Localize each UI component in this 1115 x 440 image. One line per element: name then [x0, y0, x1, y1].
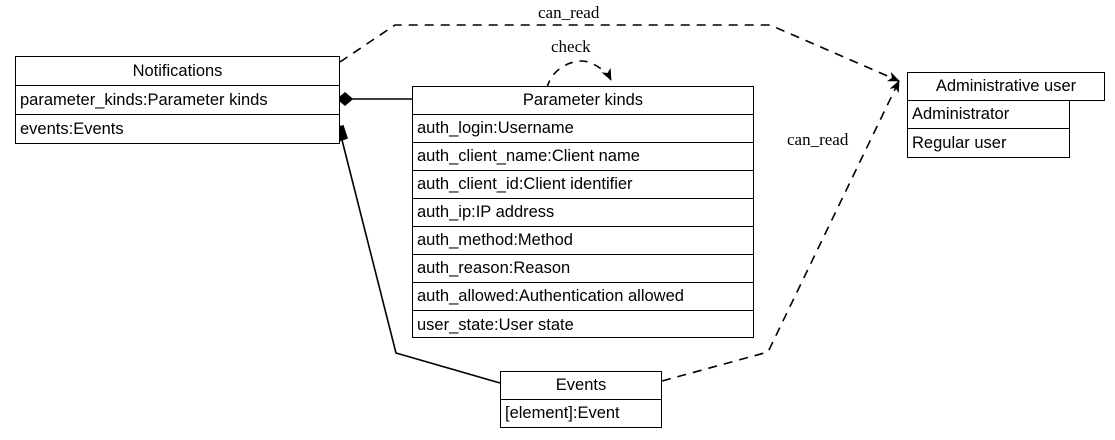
- edge-label-can-read-right: can_read: [787, 130, 849, 149]
- node-events-attribute: [element]:Event: [505, 404, 620, 423]
- node-parameter-kinds-attribute: auth_allowed:Authentication allowed: [413, 283, 753, 311]
- composition-diamond-parameter-kinds: [336, 91, 354, 107]
- node-parameter-kinds-attribute: user_state:User state: [417, 315, 574, 334]
- edge-label-check: check: [551, 37, 591, 56]
- node-administrative-user-title: Administrative user: [935, 77, 1077, 96]
- node-events[interactable]: Events [element]:Event: [500, 371, 662, 428]
- node-notifications[interactable]: Notifications parameter_kinds:Parameter …: [15, 56, 340, 144]
- node-parameter-kinds-attribute: auth_login:Username: [413, 115, 753, 143]
- node-parameter-kinds-attribute: auth_ip:IP address: [413, 199, 753, 227]
- node-administrative-user-value: Regular user: [912, 133, 1007, 152]
- node-administrative-user-value: Administrator: [908, 101, 1069, 129]
- node-parameter-kinds-attribute: auth_method:Method: [413, 227, 753, 255]
- node-administrative-user[interactable]: Administrative user Administrator Regula…: [907, 72, 1105, 159]
- node-notifications-title: Notifications: [16, 57, 339, 86]
- edge-parameter-kinds-check-self-loop: [546, 60, 612, 89]
- node-parameter-kinds-attribute: auth_client_id:Client identifier: [413, 171, 753, 199]
- node-parameter-kinds-attribute: auth_client_name:Client name: [413, 143, 753, 171]
- edge-notifications-events-line: [341, 139, 501, 384]
- node-administrative-user-values-box: Administrator Regular user: [907, 100, 1070, 158]
- node-parameter-kinds-title: Parameter kinds: [413, 87, 753, 115]
- node-notifications-attribute: parameter_kinds:Parameter kinds: [16, 86, 339, 115]
- node-administrative-user-title-box: Administrative user: [907, 72, 1105, 101]
- node-notifications-attribute: events:Events: [20, 119, 124, 138]
- node-events-title: Events: [501, 372, 661, 400]
- edge-label-can-read-top: can_read: [538, 3, 600, 22]
- edge-notifications-can-read-administrative-user: [339, 24, 900, 82]
- edge-events-can-read-administrative-user: [661, 80, 900, 382]
- node-parameter-kinds[interactable]: Parameter kinds auth_login:Username auth…: [412, 86, 754, 338]
- node-parameter-kinds-attribute: auth_reason:Reason: [413, 255, 753, 283]
